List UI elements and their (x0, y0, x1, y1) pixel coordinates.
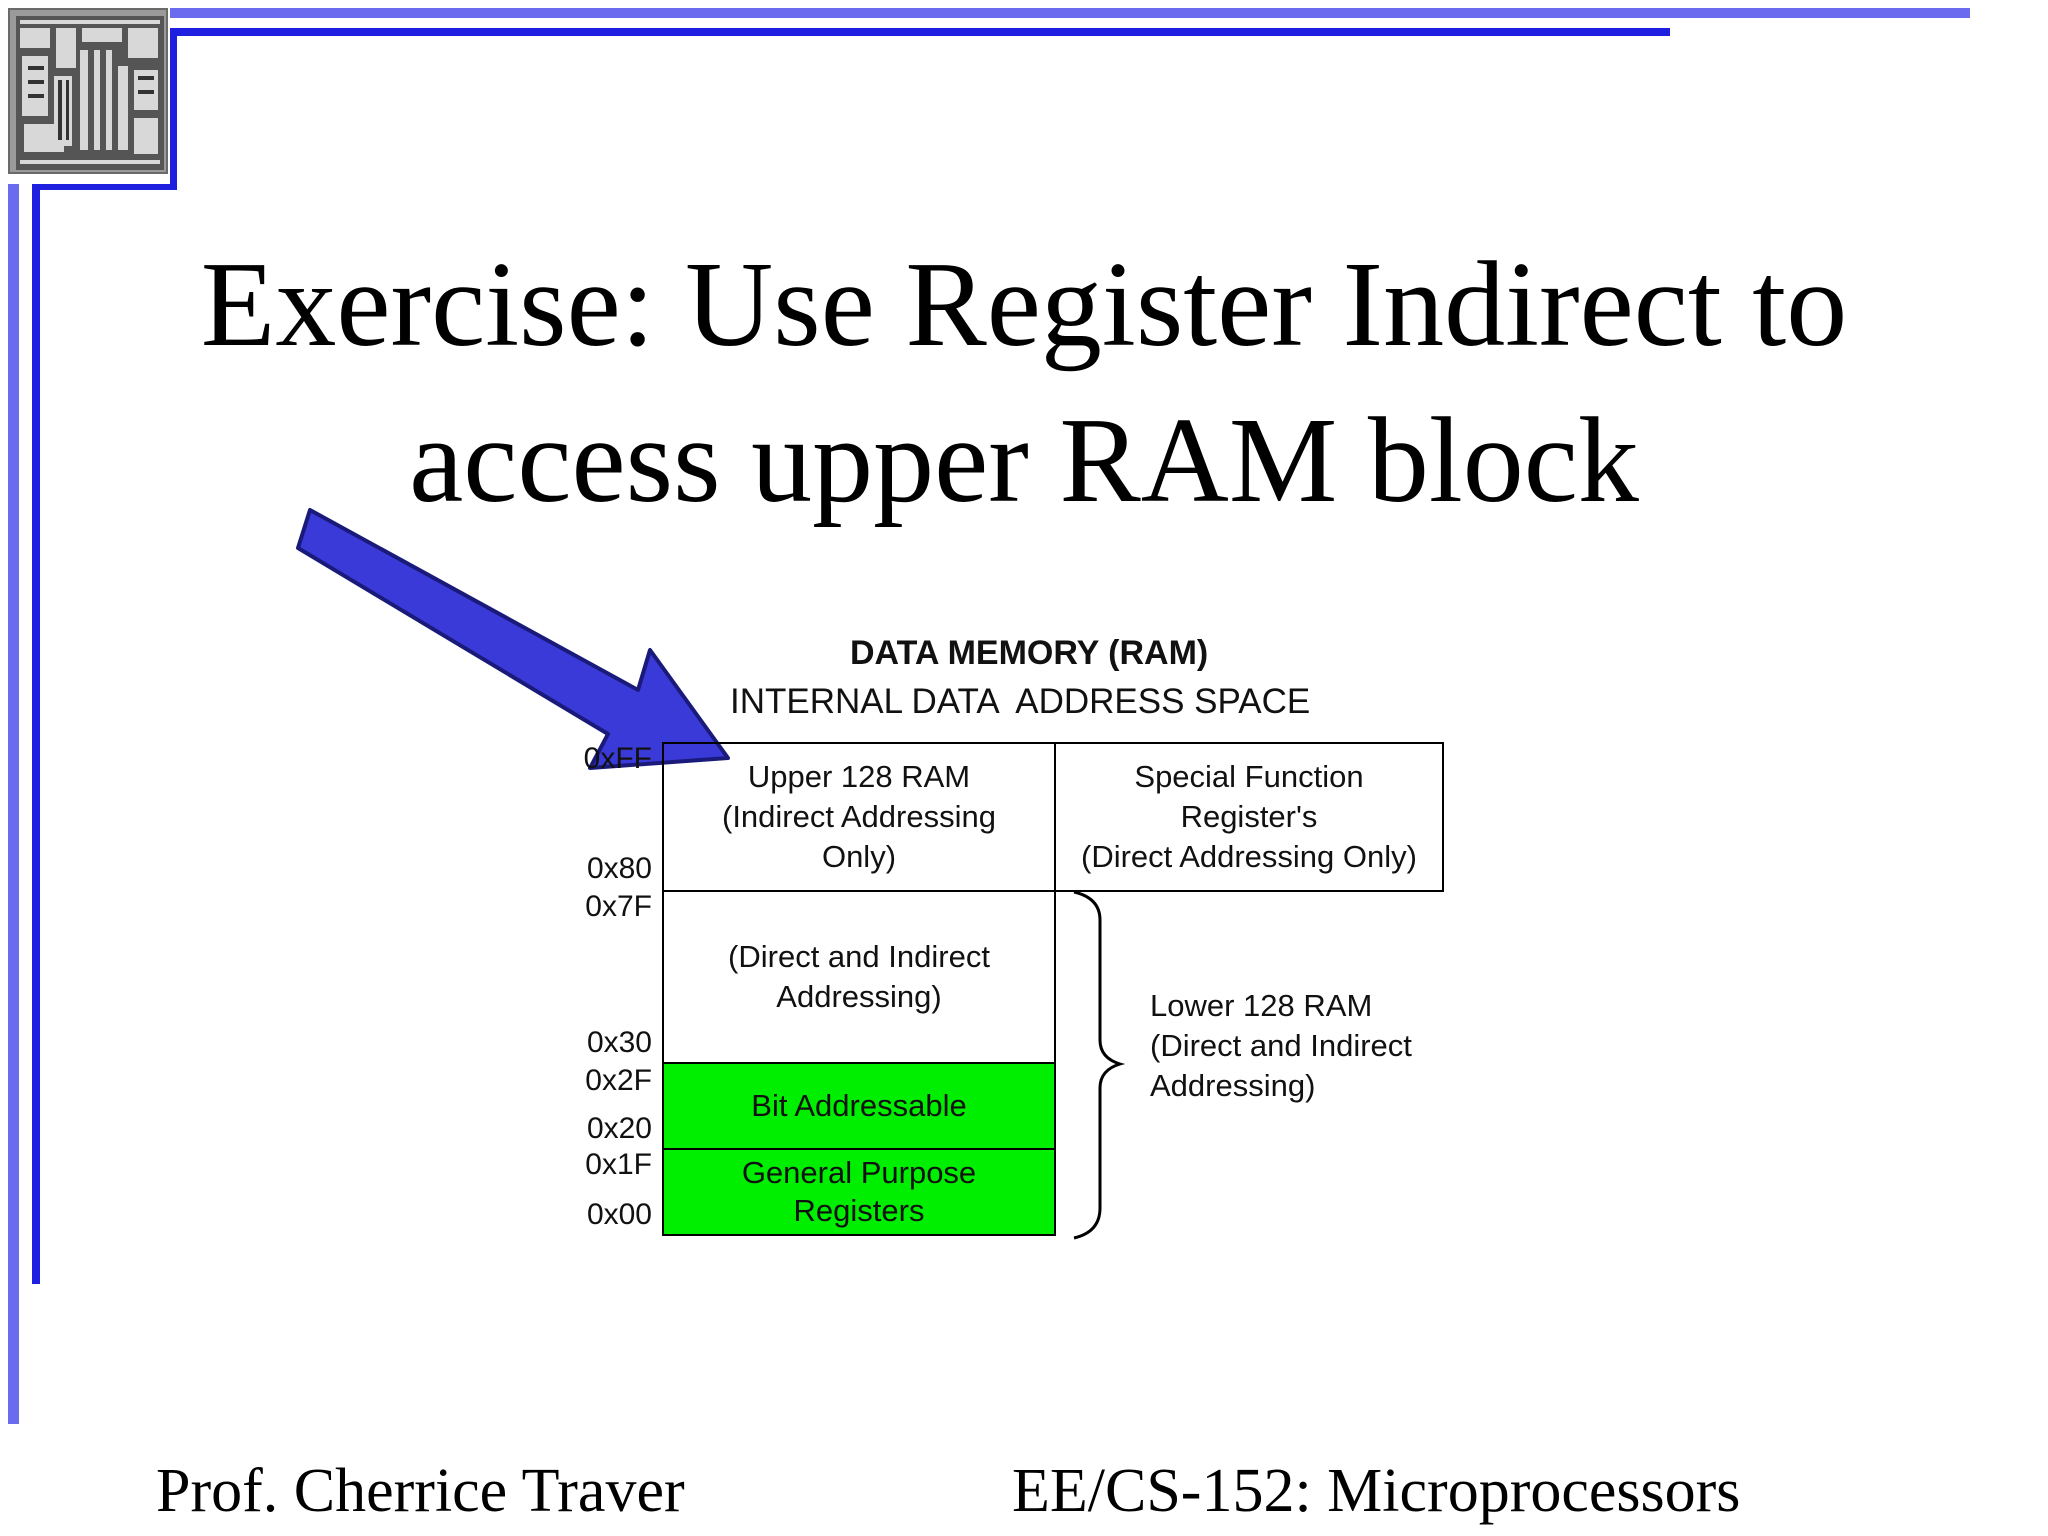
upper-128-ram-block: Upper 128 RAM (Indirect Addressing Only) (662, 742, 1056, 892)
left-accent-bar-dark (32, 184, 40, 1284)
diagram-subheading: INTERNAL DATA ADDRESS SPACE (730, 682, 1311, 721)
bit-addressable-block: Bit Addressable (662, 1062, 1056, 1150)
direct-indirect-label: (Direct and Indirect Addressing) (728, 939, 990, 1014)
chip-die-logo (8, 8, 168, 174)
arrow-icon (296, 508, 730, 770)
address-label-ff: 0xFF (583, 742, 652, 775)
left-accent-bar-light (8, 184, 19, 1424)
address-label-00: 0x00 (586, 1198, 652, 1231)
left-accent-bar-dark-horizontal (32, 184, 177, 190)
direct-indirect-block: (Direct and Indirect Addressing) (662, 890, 1056, 1064)
address-label-20: 0x20 (586, 1112, 652, 1145)
upper-128-ram-label: Upper 128 RAM (Indirect Addressing Only) (722, 759, 996, 874)
diagram-heading: DATA MEMORY (RAM) (850, 634, 1209, 672)
slide-title-line-1: Exercise: Use Register Indirect to (200, 237, 1848, 372)
address-label-80: 0x80 (586, 852, 652, 885)
address-label-7f: 0x7F (585, 890, 652, 923)
footer-author: Prof. Cherrice Traver (156, 1457, 685, 1525)
top-accent-bar-dark (170, 28, 1670, 36)
brace-icon (1073, 890, 1126, 1240)
top-accent-bar-light (170, 8, 1970, 18)
address-label-30: 0x30 (586, 1026, 652, 1059)
sfr-block: Special Function Register's (Direct Addr… (1054, 742, 1444, 892)
sfr-label: Special Function Register's (Direct Addr… (1081, 759, 1417, 874)
top-accent-bar-dark-vertical (170, 28, 177, 188)
bit-addressable-label: Bit Addressable (751, 1088, 967, 1123)
footer-course: EE/CS-152: Microprocessors (1012, 1457, 1741, 1525)
general-purpose-registers-block: General Purpose Registers (662, 1148, 1056, 1236)
slide-title-line-2: access upper RAM block (409, 393, 1639, 528)
address-label-2f: 0x2F (585, 1064, 652, 1097)
address-label-1f: 0x1F (585, 1148, 652, 1181)
general-purpose-registers-label: General Purpose Registers (741, 1155, 977, 1228)
lower-128-ram-label: Lower 128 RAM (Direct and Indirect Addre… (1150, 988, 1412, 1103)
